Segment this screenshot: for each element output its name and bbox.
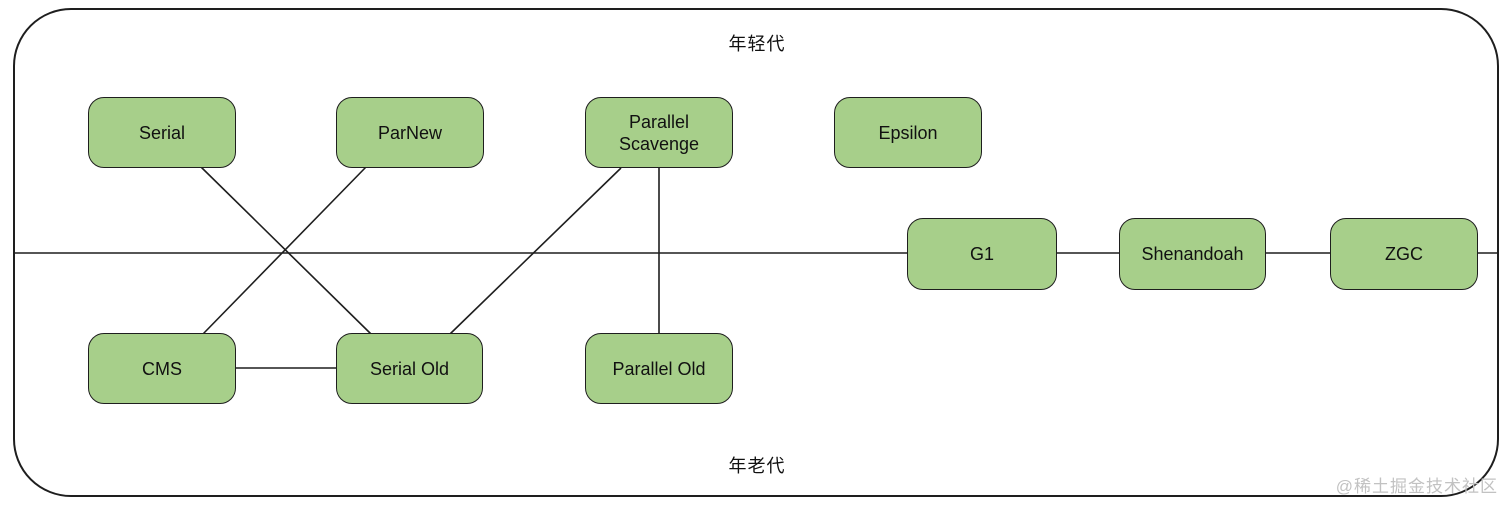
edge-serial-to-serial-old: [200, 166, 372, 335]
node-label: ParNew: [377, 122, 443, 143]
node-zgc: ZGC: [1330, 218, 1478, 290]
node-label: Parallel Old: [612, 358, 706, 379]
node-serial-old: Serial Old: [336, 333, 483, 404]
edge-parnew-to-cms: [202, 166, 367, 335]
node-label: Serial Old: [369, 358, 450, 379]
node-g1: G1: [907, 218, 1057, 290]
node-label: G1: [969, 244, 994, 264]
node-parallel-old: Parallel Old: [585, 333, 733, 404]
old-generation-label: 年老代: [728, 456, 786, 476]
node-label: Serial: [138, 122, 186, 143]
node-shenandoah: Shenandoah: [1119, 218, 1266, 290]
node-label: ZGC: [1385, 244, 1423, 264]
node-parallel-scavenge: Parallel Scavenge: [585, 97, 733, 168]
node-serial: Serial: [88, 97, 236, 168]
node-label: Parallel Scavenge: [618, 111, 700, 154]
young-generation-label: 年轻代: [728, 34, 786, 54]
watermark-text: @稀土掘金技术社区: [1335, 477, 1498, 496]
node-parnew: ParNew: [336, 97, 484, 168]
node-epsilon: Epsilon: [834, 97, 982, 168]
node-label: Epsilon: [878, 122, 938, 143]
edge-parallel-scavenge-to-serial-old: [449, 167, 622, 335]
node-cms: CMS: [88, 333, 236, 404]
node-label: CMS: [142, 358, 182, 379]
node-label: Shenandoah: [1141, 244, 1244, 264]
